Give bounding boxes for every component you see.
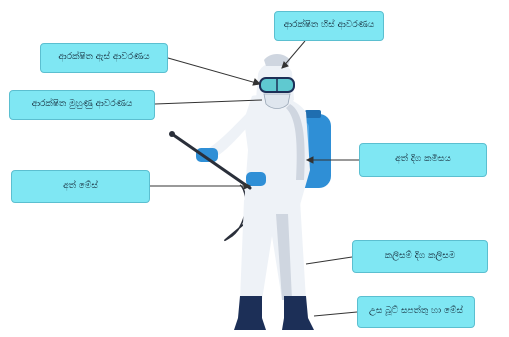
arrowhead-gloves	[243, 182, 252, 190]
arm-right	[246, 120, 297, 186]
face-mask	[263, 93, 291, 109]
label-goggles: ආරක්ෂිත ඇස් ආවරණය	[40, 43, 168, 73]
leader-lines	[150, 40, 359, 317]
arrowhead-head	[281, 61, 289, 69]
coverall-torso	[244, 94, 310, 205]
label-gloves: අත් මේස්	[11, 170, 150, 203]
label-boots: උස බූට් සපත්තු හා මේස්	[357, 296, 475, 328]
spray-wand	[169, 131, 252, 190]
arm-left	[196, 110, 254, 162]
leader-trousers	[305, 256, 353, 265]
coverall-legs	[240, 200, 306, 300]
arrowhead-goggles	[252, 78, 262, 86]
goggles	[259, 77, 295, 93]
arrowhead-gown	[305, 156, 314, 164]
label-face-mask: ආරක්ෂිත මුහුණු ආවරණය	[9, 90, 155, 120]
label-trousers: කලිසම් දිග කලිසම	[352, 240, 488, 273]
leader-boots	[313, 311, 358, 317]
label-head-cover: ආරක්ෂිත හිස් ආවරණය	[274, 11, 384, 41]
boots	[234, 296, 314, 330]
label-gown: අත් දිග කමිසය	[359, 143, 487, 177]
leader-goggles	[167, 57, 261, 85]
leader-mask	[154, 99, 263, 105]
